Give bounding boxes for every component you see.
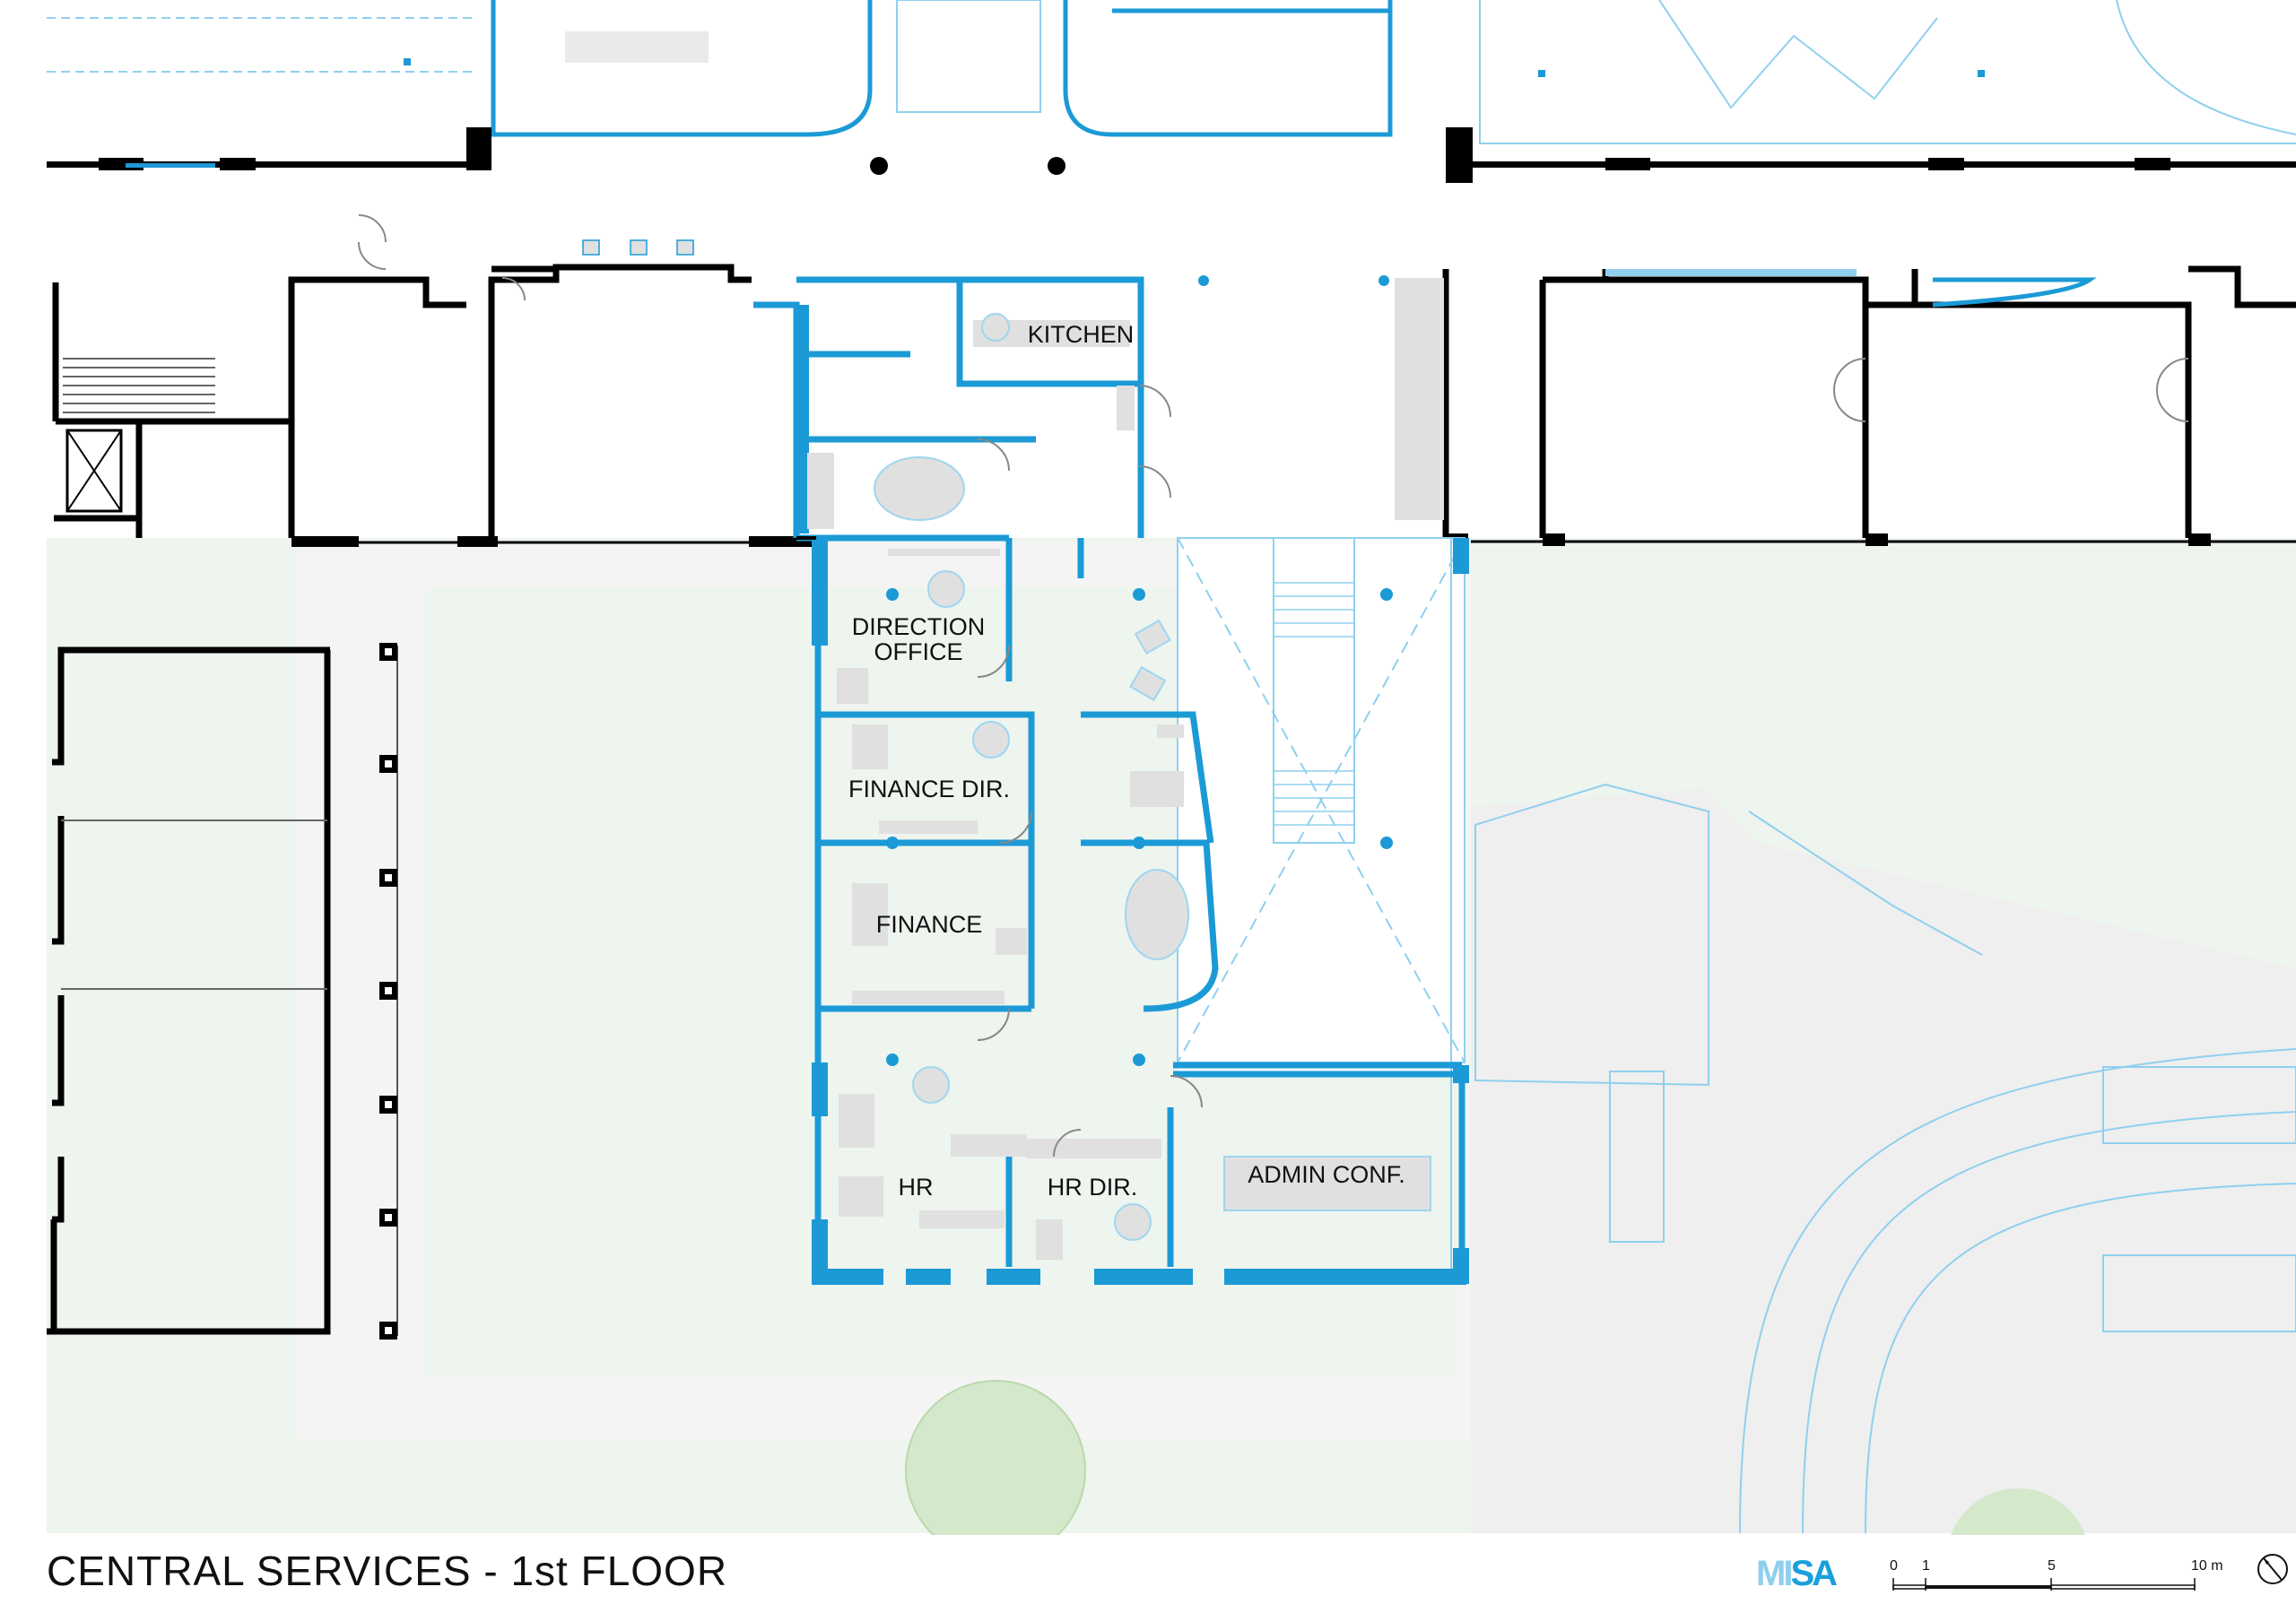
door-swings (358, 214, 526, 301)
meeting-tables (874, 313, 1431, 1241)
left-wing-walls (52, 264, 752, 538)
atrium (1178, 538, 1465, 1076)
canopy-outline (1474, 783, 1709, 1087)
room-label-kitchen: KITCHEN (1028, 321, 1135, 348)
column-marks (404, 58, 1985, 77)
room-label-finance: FINANCE (876, 911, 983, 938)
right-wing-walls (1442, 265, 2296, 538)
office-door-swings (977, 385, 1203, 1158)
tree (905, 1380, 1086, 1561)
stair-treads (63, 358, 215, 413)
north-arrow-icon (2257, 1554, 2288, 1584)
room-labels: KITCHEN DIRECTION OFFICE FINANCE DIR. FI… (848, 321, 1405, 1201)
room-label-direction-office: OFFICE (874, 638, 963, 665)
elevator-cross (66, 429, 122, 512)
upper-wing-linework (47, 0, 2296, 144)
parking-bay (2102, 1254, 2296, 1332)
stair-treads (1274, 582, 1354, 826)
right-door-swings (1833, 358, 2189, 422)
paved-plaza (1471, 789, 2296, 1533)
scale-label: 10 m (2191, 1558, 2223, 1574)
ramp (1609, 1071, 1665, 1243)
reception-desk (1932, 277, 2097, 308)
light-fixtures (886, 275, 1393, 1066)
upper-room-outline (491, 0, 873, 137)
room-label-admin-conf: ADMIN CONF. (1248, 1161, 1405, 1188)
lower-left-building (47, 646, 331, 1335)
central-furniture (807, 278, 1444, 1260)
misa-logo: MISA (1756, 1554, 1838, 1594)
logo-part: MI (1756, 1554, 1793, 1593)
scale-bar-graphic (1892, 1578, 2196, 1591)
room-label-direction-office: DIRECTION (852, 613, 986, 640)
scale-label: 5 (2048, 1558, 2056, 1574)
window-band (1605, 269, 1857, 276)
room-label-hr-dir: HR DIR. (1048, 1174, 1138, 1201)
hallway-planters (582, 239, 694, 256)
meeting-table-top (565, 31, 709, 63)
column (1048, 157, 1065, 175)
drawing-title: CENTRAL SERVICES - 1st FLOOR (47, 1548, 728, 1594)
room-label-finance-dir: FINANCE DIR. (848, 776, 1010, 802)
parking-bay (2102, 1066, 2296, 1144)
title-strip (0, 1535, 2296, 1613)
canopy-edge (1748, 811, 1983, 956)
elevator-shaft (65, 429, 123, 513)
window (126, 163, 215, 168)
scale-bar: 0 1 5 10 m (1888, 1558, 2238, 1594)
scale-label: 0 (1890, 1558, 1898, 1574)
column (870, 157, 888, 175)
room-label-hr: HR (899, 1174, 934, 1201)
upper-room-outline (1063, 0, 1393, 137)
scale-label: 1 (1922, 1558, 1930, 1574)
logo-part: SA (1790, 1554, 1838, 1593)
corridor-north-wall (47, 127, 2296, 183)
column-cores (385, 648, 392, 1334)
central-services-piers (796, 305, 1469, 1285)
